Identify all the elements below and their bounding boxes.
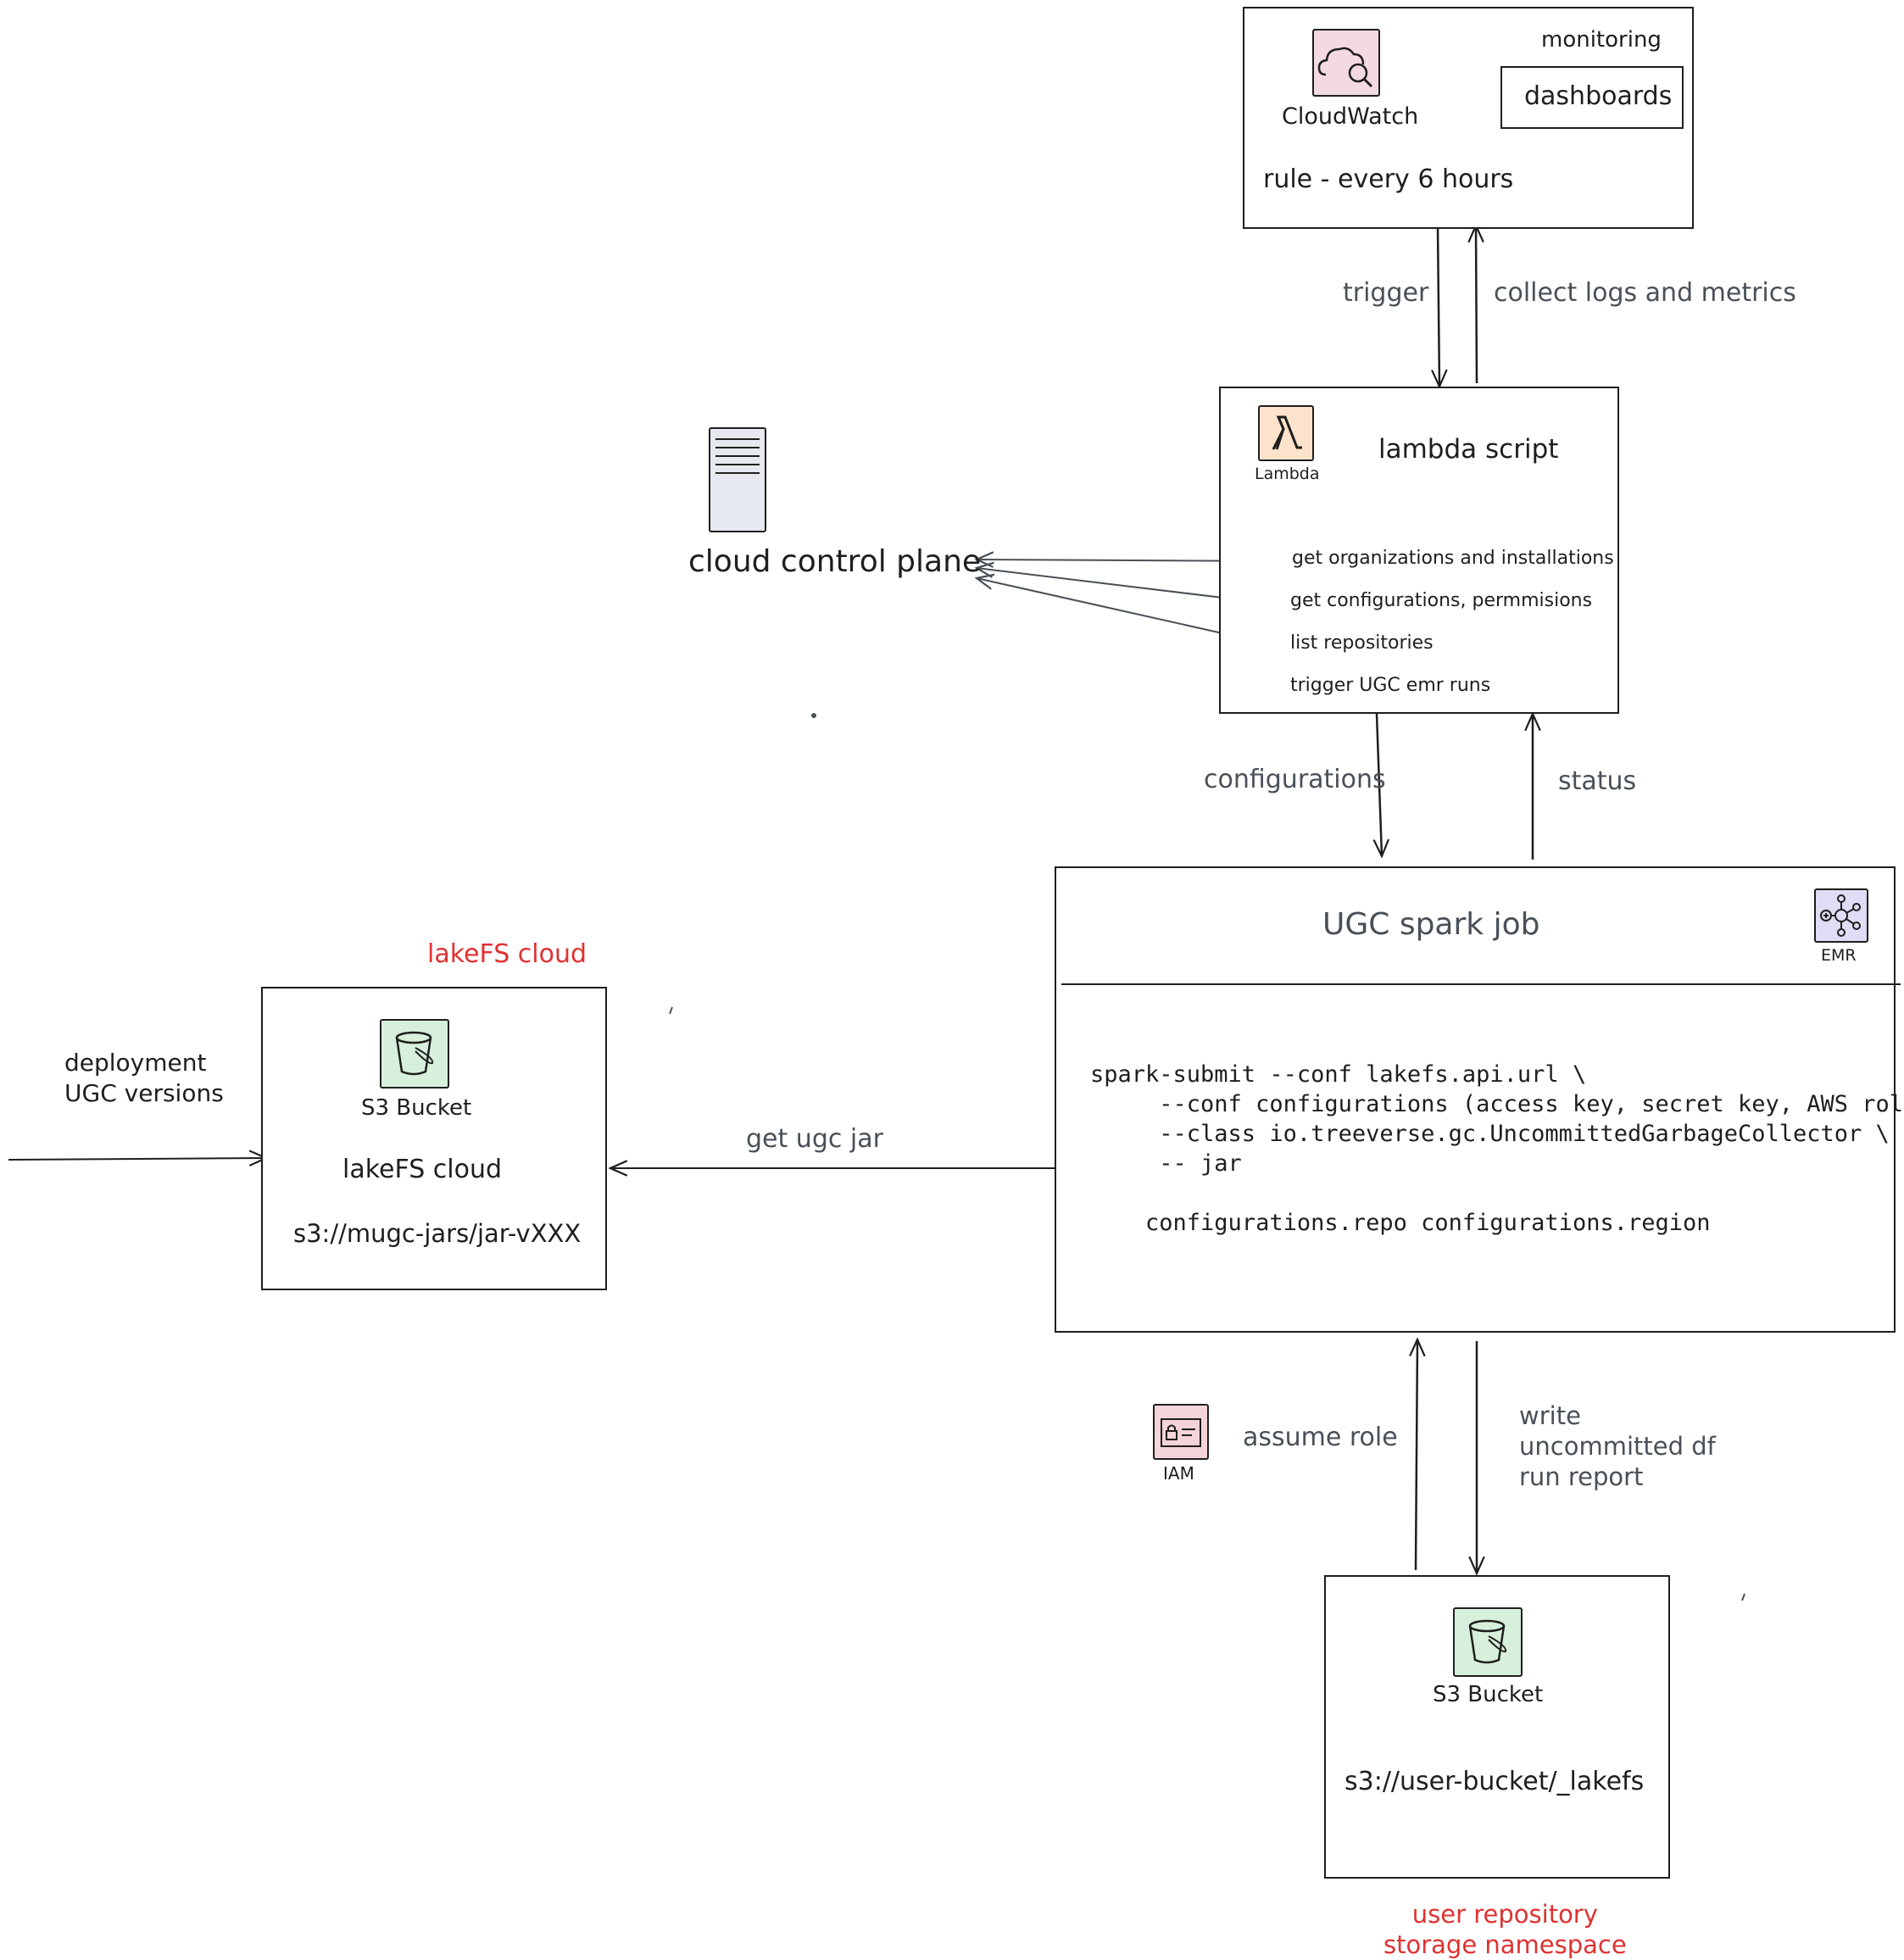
stray-dot <box>811 713 816 718</box>
emr-icon <box>1814 888 1868 943</box>
iam-icon <box>1153 1404 1209 1460</box>
lambda-item: get configurations, permmisions <box>1290 590 1593 611</box>
control-plane-label: cloud control plane <box>688 544 982 579</box>
collect-logs-label: collect logs and metrics <box>1494 278 1796 308</box>
lakefs-s3-label: S3 Bucket <box>361 1095 472 1121</box>
lakefs-cloud-heading: lakeFS cloud <box>427 939 587 969</box>
status-label: status <box>1558 766 1637 796</box>
rule-label: rule - every 6 hours <box>1263 164 1514 194</box>
lakefs-cloud-path: s3://mugc-jars/jar-vXXX <box>293 1219 582 1248</box>
emr-box <box>1055 866 1896 1333</box>
lambda-icon-label: Lambda <box>1255 465 1320 483</box>
lambda-item: trigger UGC emr runs <box>1290 675 1491 696</box>
dashboards-box <box>1500 66 1684 129</box>
iam-label: IAM <box>1163 1463 1194 1484</box>
cloudwatch-icon <box>1312 29 1380 97</box>
lambda-item: get organizations and installations <box>1292 548 1614 569</box>
user-bucket-caption: user repository storage namespace <box>1383 1900 1627 1959</box>
emr-divider <box>1061 983 1901 985</box>
monitoring-label: monitoring <box>1541 27 1662 53</box>
user-s3-label: S3 Bucket <box>1433 1682 1544 1707</box>
deployment-label: deployment UGC versions <box>64 1049 224 1107</box>
server-icon <box>709 427 766 532</box>
spark-submit-code: spark-submit --conf lakefs.api.url \ --c… <box>1090 1061 1904 1236</box>
stray-mark <box>1741 1593 1745 1601</box>
emr-title: UGC spark job <box>1322 907 1540 942</box>
get-ugc-jar-label: get ugc jar <box>746 1124 883 1154</box>
configurations-label: configurations <box>1204 765 1386 794</box>
s3-bucket-icon <box>380 1019 449 1089</box>
lambda-title: lambda script <box>1378 434 1559 465</box>
configurations-arrow <box>1377 713 1382 856</box>
trigger-label: trigger <box>1343 278 1429 308</box>
cloudwatch-label: CloudWatch <box>1282 103 1419 130</box>
assume-role-label: assume role <box>1243 1423 1398 1452</box>
dashboards-label: dashboards <box>1524 81 1673 111</box>
emr-icon-label: EMR <box>1821 946 1857 965</box>
s3-bucket-icon <box>1453 1607 1523 1677</box>
deployment-arrow <box>8 1158 266 1160</box>
stray-mark <box>669 1006 673 1015</box>
trigger-arrow <box>1438 226 1439 387</box>
assume-role-arrow <box>1416 1339 1417 1571</box>
write-label: write uncommitted df run report <box>1519 1401 1716 1491</box>
lambda-item: list repositories <box>1290 632 1434 654</box>
collect-logs-arrow <box>1476 226 1477 384</box>
lambda-icon <box>1258 405 1314 461</box>
user-bucket-path: s3://user-bucket/_lakefs <box>1344 1767 1645 1796</box>
lakefs-cloud-name: lakeFS cloud <box>342 1155 503 1184</box>
